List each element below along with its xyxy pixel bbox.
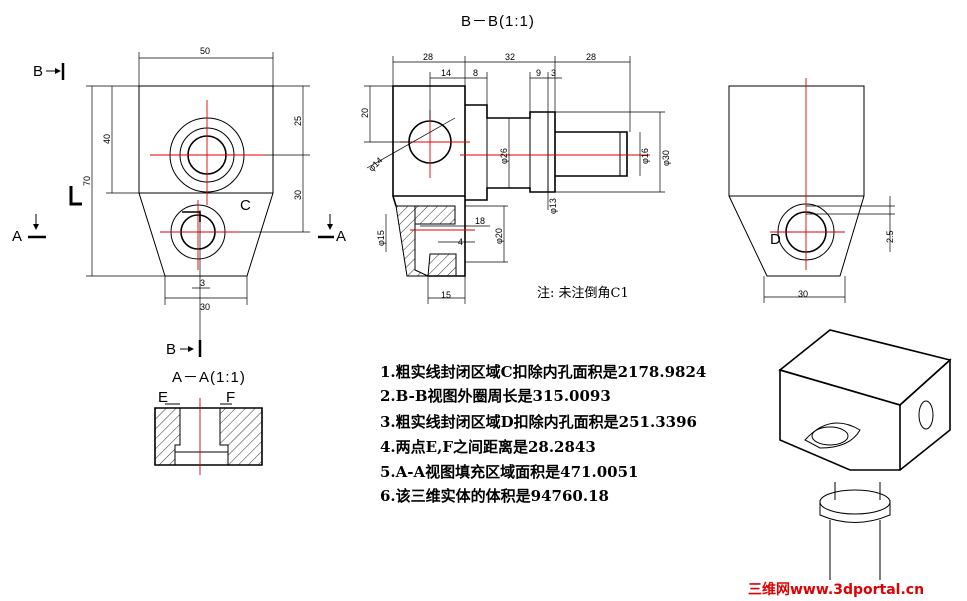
dim-bb-18: 18 <box>475 216 485 226</box>
dim-side-offset: 2.5 <box>885 230 895 243</box>
dim-front-right-lower: 30 <box>293 190 303 200</box>
dim-bb-9: 9 <box>536 68 541 78</box>
question-6: 6.该三维实体的体积是94760.18 <box>380 487 609 505</box>
question-3: 3.粗实线封闭区域D扣除内孔面积是251.3396 <box>380 413 697 431</box>
label-section-b-top: B <box>33 63 43 80</box>
dim-front-bottom-small: 3 <box>200 278 205 288</box>
dim-bb-phi13: φ13 <box>548 198 558 214</box>
question-5: 5.A-A视图填充区域面积是471.0051 <box>380 463 638 481</box>
dim-bb-4: 4 <box>458 237 463 247</box>
dim-front-bottom-width: 30 <box>200 302 210 312</box>
dim-bb-28-right: 28 <box>586 52 596 62</box>
section-aa-view <box>154 398 263 475</box>
label-point-e: E <box>158 389 168 406</box>
dim-bb-20: 20 <box>360 108 370 118</box>
isometric-model <box>778 329 952 580</box>
dim-bb-15: 15 <box>441 290 451 300</box>
front-view <box>69 52 310 343</box>
section-bb-title: B－B(1:1) <box>461 13 535 30</box>
dim-bb-phi30: φ30 <box>661 150 671 166</box>
dim-bb-phi26: φ26 <box>499 148 509 164</box>
watermark: 三维网www.3dportal.cn <box>748 581 924 598</box>
side-view <box>728 78 895 303</box>
note-chamfer: 注: 未注倒角C1 <box>537 286 629 301</box>
dim-bb-phi20: φ20 <box>494 228 504 244</box>
dim-bb-14: 14 <box>441 68 451 78</box>
label-section-a-right: A <box>336 228 346 245</box>
dim-bb-32: 32 <box>505 52 515 62</box>
dim-bb-phi15: φ15 <box>376 230 386 246</box>
dim-front-right-upper: 25 <box>293 116 303 126</box>
dim-bb-3: 3 <box>551 68 556 78</box>
section-bb-view <box>364 56 665 304</box>
question-4: 4.两点E,F之间距离是28.2843 <box>380 438 596 456</box>
dim-side-width: 30 <box>798 289 808 299</box>
label-section-b-bottom: B <box>166 341 176 358</box>
dim-front-height-upper: 40 <box>102 134 112 144</box>
dim-front-height-total: 70 <box>82 176 92 186</box>
question-1: 1.粗实线封闭区域C扣除内孔面积是2178.9824 <box>380 363 706 381</box>
label-region-c: C <box>240 197 251 214</box>
dim-bb-phi16: φ16 <box>640 148 650 164</box>
label-point-f: F <box>226 389 235 406</box>
dim-front-width: 50 <box>200 46 210 56</box>
question-2: 2.B-B视图外圈周长是315.0093 <box>380 387 611 405</box>
dim-bb-phi14: φ14 <box>366 155 384 173</box>
dim-bb-8: 8 <box>473 68 478 78</box>
label-section-a-left: A <box>12 228 22 245</box>
label-region-d: D <box>770 231 781 248</box>
section-aa-title: A－A(1:1) <box>172 369 246 386</box>
dim-bb-28-left: 28 <box>423 52 433 62</box>
question-list: 1.粗实线封闭区域C扣除内孔面积是2178.9824 2.B-B视图外圈周长是3… <box>380 363 706 505</box>
